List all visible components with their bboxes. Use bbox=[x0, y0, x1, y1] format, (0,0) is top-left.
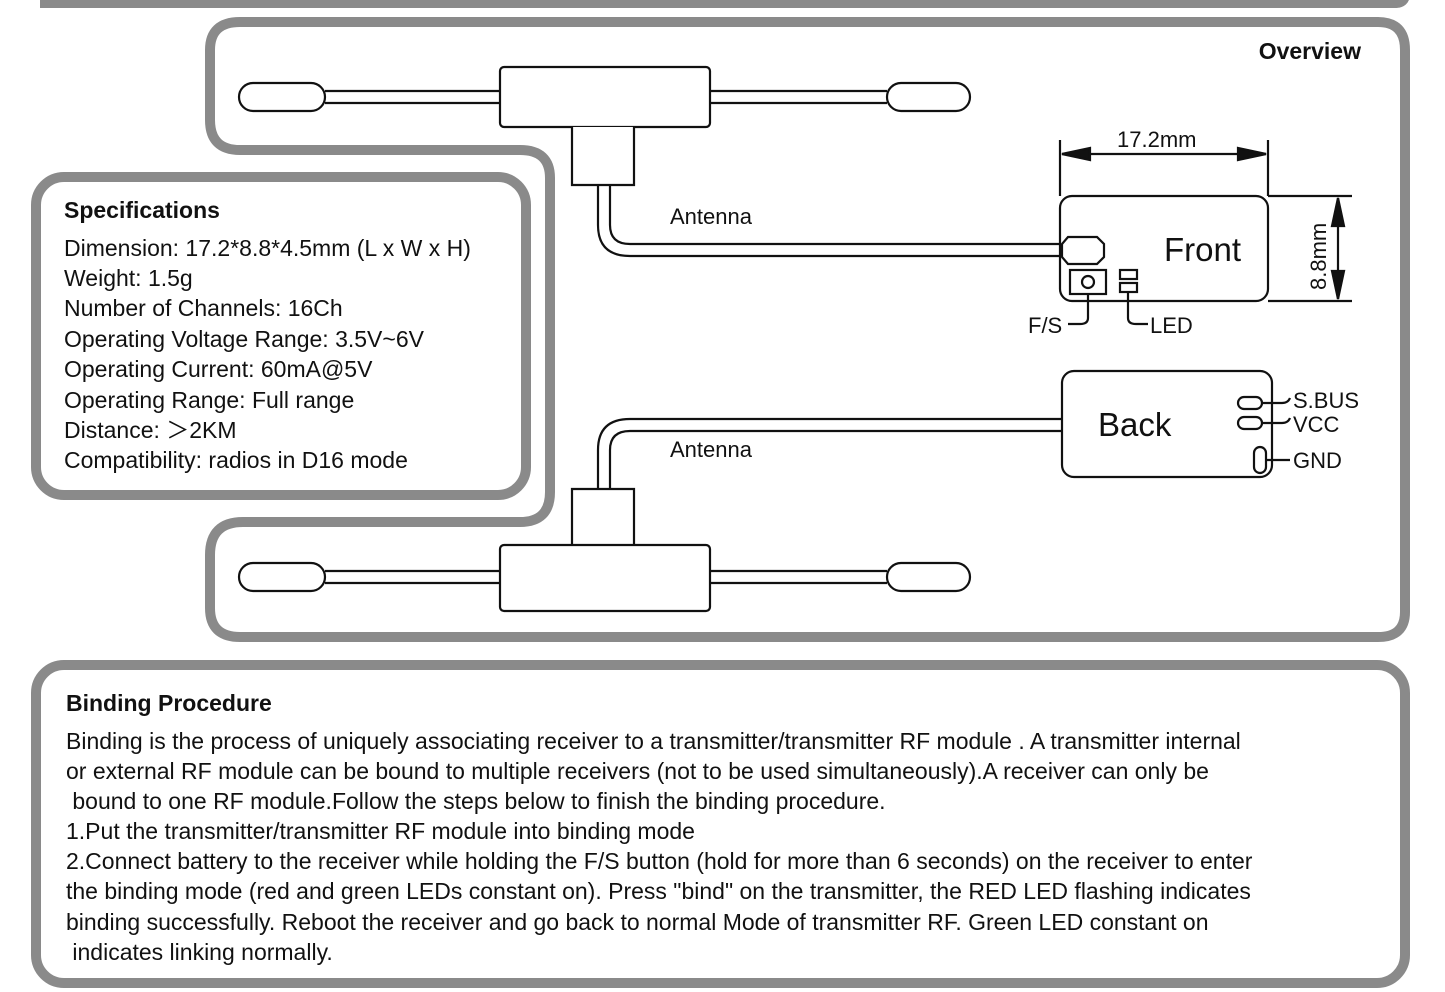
top-frame-edge bbox=[15, 0, 1409, 8]
front-receiver bbox=[1058, 140, 1352, 326]
binding-frame bbox=[31, 660, 1410, 988]
spec-channels: Number of Channels: 16Ch bbox=[64, 295, 343, 321]
binding-step-1: 1.Put the transmitter/transmitter RF mod… bbox=[66, 818, 695, 844]
spec-weight: Weight: 1.5g bbox=[64, 265, 193, 291]
spec-current: Operating Current: 60mA@5V bbox=[64, 356, 373, 382]
antenna-bottom-label: Antenna bbox=[670, 437, 752, 462]
overview-frame bbox=[205, 17, 1410, 642]
antenna-top-label: Antenna bbox=[670, 204, 752, 229]
front-label: Front bbox=[1164, 231, 1242, 268]
binding-line: bound to one RF module.Follow the steps … bbox=[66, 788, 886, 814]
binding-step-2: 2.Connect battery to the receiver while … bbox=[66, 848, 1253, 874]
bottom-antenna bbox=[237, 417, 1062, 613]
back-label: Back bbox=[1098, 406, 1172, 443]
binding-line: Binding is the process of uniquely assoc… bbox=[66, 728, 1241, 754]
spec-distance: Distance: ＞2KM bbox=[64, 417, 237, 443]
binding-title: Binding Procedure bbox=[66, 690, 272, 716]
led-upper bbox=[1118, 268, 1139, 281]
spec-dimension: Dimension: 17.2*8.8*4.5mm (L x W x H) bbox=[64, 235, 471, 261]
pin-vcc-label: VCC bbox=[1293, 412, 1340, 437]
binding-line: binding successfully. Reboot the receive… bbox=[66, 909, 1209, 935]
overview-title: Overview bbox=[1258, 38, 1361, 64]
specifications-title: Specifications bbox=[64, 197, 220, 223]
spec-voltage: Operating Voltage Range: 3.5V~6V bbox=[64, 326, 424, 352]
fs-label: F/S bbox=[1028, 313, 1063, 338]
width-dimension-label: 17.2mm bbox=[1117, 127, 1197, 152]
spec-compatibility: Compatibility: radios in D16 mode bbox=[64, 447, 408, 473]
specifications-frame bbox=[31, 172, 531, 500]
led-label: LED bbox=[1150, 313, 1193, 338]
pin-gnd-label: GND bbox=[1293, 448, 1342, 473]
back-receiver bbox=[1060, 369, 1292, 479]
pin-sbus-label: S.BUS bbox=[1293, 388, 1360, 413]
height-dimension-label: 8.8mm bbox=[1306, 222, 1331, 290]
binding-line: the binding mode (red and green LEDs con… bbox=[66, 878, 1251, 904]
binding-line: indicates linking normally. bbox=[66, 939, 333, 965]
binding-line: or external RF module can be bound to mu… bbox=[66, 758, 1209, 784]
top-antenna bbox=[237, 65, 1062, 258]
spec-range: Operating Range: Full range bbox=[64, 387, 355, 413]
